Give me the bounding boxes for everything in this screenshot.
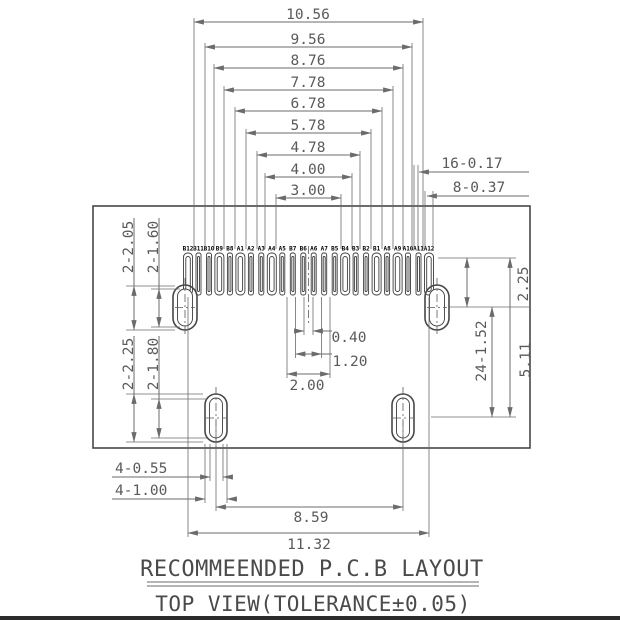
pad-slot-A10 bbox=[406, 256, 410, 292]
pad-slot-B5 bbox=[333, 256, 337, 292]
pin-label-A7: A7 bbox=[321, 246, 329, 253]
dim-9-56: 9.56 bbox=[291, 32, 326, 48]
right-dimensions: 16-0.17 8-0.37 2.25 24-1.52 5.11 bbox=[413, 156, 534, 418]
pad-slot-A4 bbox=[269, 256, 275, 292]
dim-4-00: 4.00 bbox=[291, 162, 326, 178]
pin-label-A12: A12 bbox=[424, 246, 435, 253]
pad-slot-A5 bbox=[280, 256, 284, 292]
dim-1-20: 1.20 bbox=[333, 354, 368, 370]
pad-slot-B9 bbox=[216, 256, 223, 292]
dim-10-56: 10.56 bbox=[286, 7, 330, 23]
pad-slot-B6 bbox=[301, 256, 305, 292]
pad-slot-B8 bbox=[228, 256, 232, 292]
pin-label-A1: A1 bbox=[237, 246, 245, 253]
pin-label-A8: A8 bbox=[383, 246, 391, 253]
dim-4-1-00: 4-1.00 bbox=[115, 483, 167, 499]
window-bottom-edge bbox=[0, 616, 620, 620]
pin-label-A6: A6 bbox=[310, 246, 318, 253]
pad-slot-B3 bbox=[354, 256, 358, 292]
dim-8-76: 8.76 bbox=[291, 53, 326, 69]
pad-slot-B7 bbox=[291, 256, 295, 292]
dim-2-25: 2.25 bbox=[516, 267, 532, 302]
pin-label-B3: B3 bbox=[352, 246, 360, 253]
dim-5-11: 5.11 bbox=[518, 343, 534, 378]
pad-slot-A6 bbox=[312, 256, 316, 292]
pad-slot-A3 bbox=[259, 256, 263, 292]
pin-label-B8: B8 bbox=[226, 246, 234, 253]
dim-11-32: 11.32 bbox=[287, 537, 331, 553]
pin-label-A3: A3 bbox=[258, 246, 266, 253]
pin-label-A5: A5 bbox=[279, 246, 287, 253]
pad-slot-A1 bbox=[237, 256, 244, 292]
pin-label-B9: B9 bbox=[216, 246, 224, 253]
dim-3-00: 3.00 bbox=[291, 183, 326, 199]
pin-label-B11: B11 bbox=[193, 246, 204, 253]
pad-slot-A2 bbox=[249, 256, 253, 292]
pin-label-B10: B10 bbox=[204, 246, 215, 253]
pad-slot-A11 bbox=[417, 256, 420, 292]
dim-24-1-52: 24-1.52 bbox=[474, 320, 490, 381]
pad-slot-B4 bbox=[342, 256, 348, 292]
drawing-subtitle: TOP VIEW(TOLERANCE±0.05) bbox=[155, 592, 470, 616]
pin-label-B12: B12 bbox=[183, 246, 194, 253]
pad-slot-B1 bbox=[373, 256, 380, 292]
dim-5-78: 5.78 bbox=[291, 118, 326, 134]
pad-row bbox=[183, 252, 434, 296]
center-dimensions: 0.40 1.20 2.00 bbox=[286, 246, 368, 394]
pad-slot-B10 bbox=[207, 256, 211, 292]
dim-6-78: 6.78 bbox=[291, 96, 326, 112]
top-dimensions: 10.56 9.56 8.76 7.78 6.78 5.78 4.78 4.00… bbox=[193, 7, 424, 249]
drawing-title: RECOMMEENDED P.C.B LAYOUT bbox=[140, 557, 484, 582]
pin-label-A2: A2 bbox=[247, 246, 255, 253]
dim-2-1-80: 2-1.80 bbox=[146, 338, 162, 390]
dim-4-0-55: 4-0.55 bbox=[115, 461, 167, 477]
dim-7-78: 7.78 bbox=[291, 75, 326, 91]
dim-4-78: 4.78 bbox=[291, 140, 326, 156]
pin-label-B6: B6 bbox=[300, 246, 308, 253]
left-dimensions: 2-2.05 2-1.60 2-2.25 2-1.80 bbox=[121, 218, 207, 443]
component-body-outline bbox=[92, 205, 531, 449]
pad-slot-A8 bbox=[385, 256, 389, 292]
dim-2-00: 2.00 bbox=[290, 378, 325, 394]
dim-16-0-17: 16-0.17 bbox=[441, 156, 502, 172]
pin-label-B1: B1 bbox=[373, 246, 381, 253]
pin-label-A9: A9 bbox=[394, 246, 402, 253]
pin-label-B7: B7 bbox=[289, 246, 297, 253]
pad-slot-A12 bbox=[426, 256, 432, 292]
part-outline bbox=[92, 205, 531, 449]
pin-label-B4: B4 bbox=[342, 246, 350, 253]
pad-slot-B11 bbox=[197, 256, 200, 292]
dim-2-2-25: 2-2.25 bbox=[121, 338, 137, 390]
pin-label-B5: B5 bbox=[331, 246, 339, 253]
pin-label-B2: B2 bbox=[362, 246, 370, 253]
mounting-holes bbox=[172, 278, 450, 449]
dim-0-40: 0.40 bbox=[332, 330, 367, 346]
pad-slot-A7 bbox=[322, 256, 326, 292]
pad-slot-A9 bbox=[394, 256, 401, 292]
dim-2-2-05: 2-2.05 bbox=[121, 221, 137, 273]
pin-label-A11: A11 bbox=[413, 246, 424, 253]
bottom-dimensions: 4-0.55 4-1.00 8.59 11.32 bbox=[112, 297, 430, 553]
pad-slot-B2 bbox=[364, 256, 368, 292]
pin-label-A4: A4 bbox=[268, 246, 276, 253]
dim-8-0-37: 8-0.37 bbox=[453, 180, 505, 196]
title-block: RECOMMEENDED P.C.B LAYOUT TOP VIEW(TOLER… bbox=[140, 557, 484, 616]
dim-2-1-60: 2-1.60 bbox=[146, 221, 162, 273]
dim-8-59: 8.59 bbox=[294, 510, 329, 526]
pin-label-A10: A10 bbox=[403, 246, 414, 253]
